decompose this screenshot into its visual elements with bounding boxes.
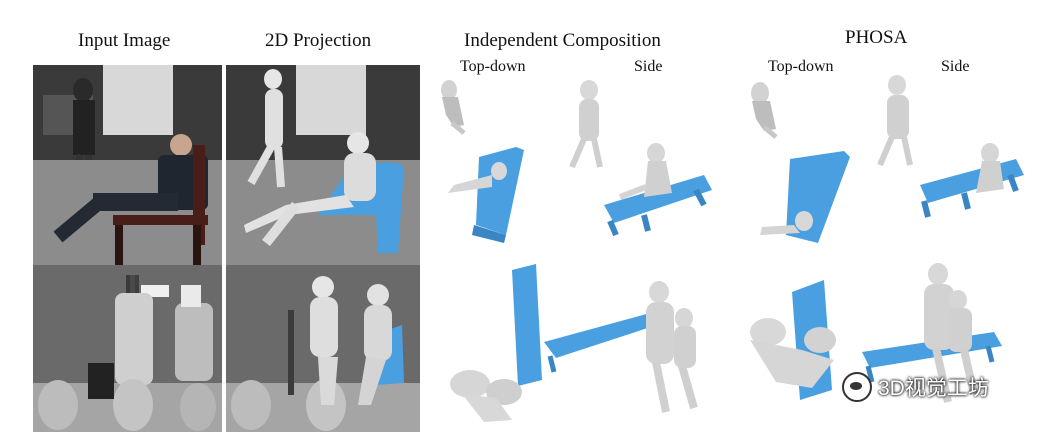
phosa-row1 (742, 75, 1038, 265)
header-2d-projection: 2D Projection (265, 30, 372, 51)
input-image-row1 (33, 65, 222, 265)
header-phosa: PHOSA (845, 27, 908, 48)
header-independent-composition: Independent Composition (464, 30, 661, 51)
watermark: 3D视觉工坊 (842, 372, 989, 402)
header-input-image: Input Image (78, 30, 171, 51)
independent-composition-row1 (434, 75, 734, 265)
subheader-phosa-side: Side (941, 58, 970, 75)
subheader-independent-side: Side (634, 58, 663, 75)
watermark-text: 3D视觉工坊 (878, 377, 989, 400)
projection-image-row2 (226, 265, 420, 432)
input-image-row2 (33, 265, 222, 432)
independent-composition-row2 (434, 262, 734, 432)
wechat-icon (842, 372, 872, 402)
subheader-phosa-topdown: Top-down (768, 58, 834, 75)
projection-image-row1 (226, 65, 420, 265)
subheader-independent-topdown: Top-down (460, 58, 526, 75)
phosa-row2 (742, 262, 1038, 432)
